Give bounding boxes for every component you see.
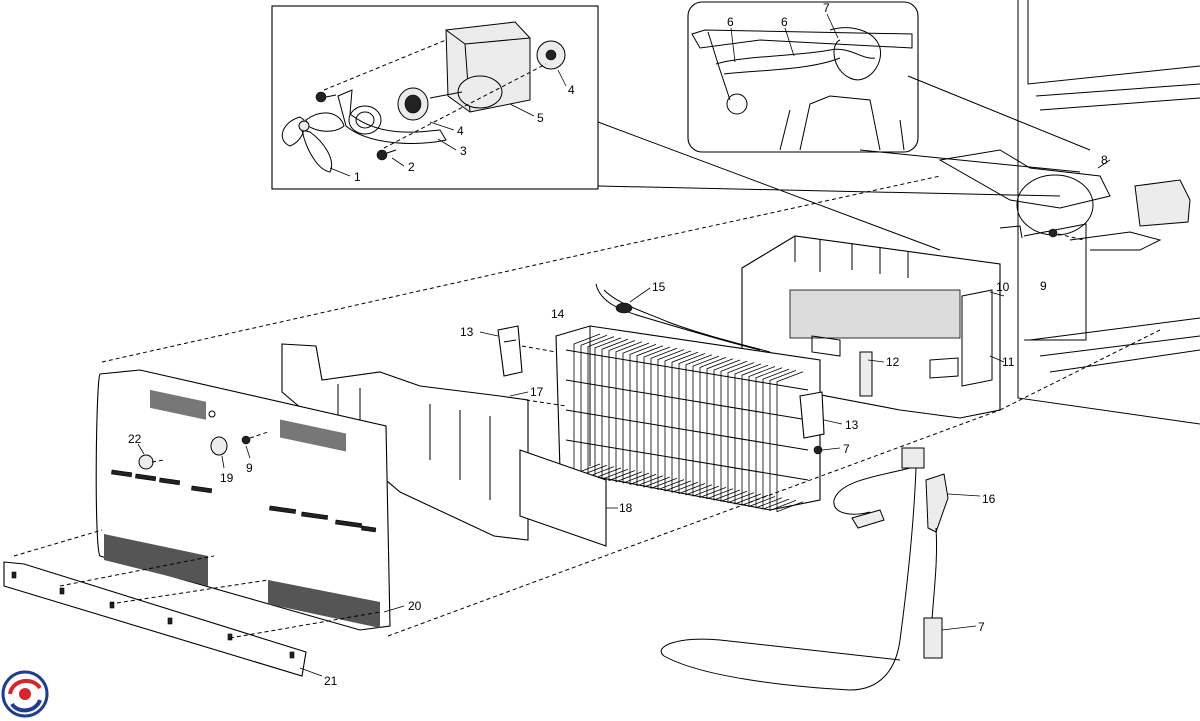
explode-guides	[13, 175, 1161, 639]
callout-6-right: 6	[781, 15, 788, 29]
coil-fin	[643, 346, 671, 488]
callout-4-grommet: 4	[568, 83, 575, 97]
callout-14: 14	[551, 307, 565, 321]
callout-22: 22	[128, 432, 142, 446]
coil-fin	[727, 362, 755, 504]
callout-13-left: 13	[460, 325, 474, 339]
coil-fin	[594, 337, 622, 479]
coil-fin	[664, 350, 692, 492]
coil-fin	[706, 358, 734, 500]
rear-plate	[519, 449, 618, 547]
harness-connector	[901, 447, 925, 469]
callout-7-sensor: 7	[978, 620, 985, 634]
callout-9-right: 9	[1040, 279, 1047, 293]
motor-bracket	[337, 89, 447, 144]
defrost-sensor	[923, 617, 943, 659]
coil-fin	[622, 342, 650, 484]
callout-12: 12	[886, 355, 900, 369]
coil-fin	[671, 351, 699, 493]
coil-fin	[615, 341, 643, 483]
coil-fin	[762, 368, 790, 510]
wiring-inset	[687, 1, 919, 153]
brand-swirl-icon	[1, 670, 49, 718]
coil-fin	[657, 349, 685, 491]
coil-fin	[769, 370, 797, 511]
callout-17: 17	[530, 385, 544, 399]
thermistor	[851, 509, 885, 529]
coil-fin	[699, 357, 727, 498]
coil-fin	[776, 371, 804, 513]
coil-screw	[813, 445, 841, 455]
callout-5: 5	[537, 111, 544, 125]
callout-15: 15	[652, 280, 666, 294]
plug-button	[210, 436, 228, 469]
grommet-ring	[348, 105, 382, 135]
coil-fin	[587, 336, 615, 478]
evaporator-coil	[555, 325, 821, 511]
coil-fin	[748, 366, 776, 508]
coil-fin	[741, 364, 769, 506]
callout-7-inset: 7	[823, 1, 830, 15]
coil-fin	[650, 347, 678, 489]
coil-fin	[573, 333, 601, 475]
callout-13-right: 13	[845, 418, 859, 432]
inset-pointer	[859, 75, 1091, 173]
callout-11: 11	[1002, 355, 1015, 369]
callout-7-coil: 7	[843, 442, 850, 456]
fan-blade	[281, 112, 345, 173]
coil-clip-left	[479, 325, 557, 377]
callout-20: 20	[408, 599, 422, 613]
callout-10: 10	[996, 280, 1010, 294]
coil-fin	[685, 354, 713, 496]
air-duct-assembly	[938, 149, 1191, 251]
callout-2: 2	[408, 160, 415, 174]
cover-screw	[241, 431, 269, 459]
motor-grommet	[536, 40, 566, 70]
callout-16: 16	[982, 492, 996, 506]
screws	[315, 91, 397, 161]
coil-fin	[692, 355, 720, 497]
coil-fin	[580, 334, 608, 476]
cap-plug	[137, 443, 165, 470]
callout-19: 19	[220, 471, 234, 485]
cover-slots	[111, 469, 377, 533]
inset-frame-wiring	[687, 1, 919, 153]
coil-fin	[678, 353, 706, 495]
coil-fin	[608, 340, 636, 482]
cover-upper-grille	[150, 389, 346, 452]
coil-fin	[734, 363, 762, 505]
callout-3: 3	[460, 144, 467, 158]
defrost-heater	[595, 283, 761, 351]
callout-18: 18	[619, 501, 633, 515]
coil-clip-right	[799, 391, 843, 439]
shroud-insulation	[789, 289, 961, 339]
callout-6-left: 6	[727, 15, 734, 29]
evaporator-fins	[573, 333, 804, 513]
coil-fin	[601, 338, 629, 480]
callout-9-cover: 9	[246, 461, 253, 475]
inset-pointer-fan	[597, 121, 1061, 251]
callout-8: 8	[1101, 153, 1108, 167]
screw-9-right	[1048, 228, 1085, 241]
callout-4-mount: 4	[457, 124, 464, 138]
fan-motor	[429, 21, 531, 113]
callout-21: 21	[324, 674, 338, 688]
coil-fin	[713, 359, 741, 501]
wire-harness	[660, 447, 981, 691]
fan-motor-inset	[271, 5, 599, 190]
coil-fin	[755, 367, 783, 509]
bottom-trim	[3, 561, 323, 677]
trim-slots	[11, 571, 295, 659]
thermal-fuse	[615, 302, 633, 314]
evaporator-cover	[95, 369, 405, 631]
cover-lower-grille	[104, 534, 380, 628]
rubber-mount	[397, 87, 429, 121]
callout-1: 1	[354, 170, 361, 184]
callout-labels: 1 2 3 4 5 4 6 6 7 8 9 10 11 12 13 13 14 …	[128, 1, 1108, 688]
coil-fin	[720, 360, 748, 502]
coil-fin	[629, 344, 657, 485]
coil-fin	[636, 345, 664, 487]
